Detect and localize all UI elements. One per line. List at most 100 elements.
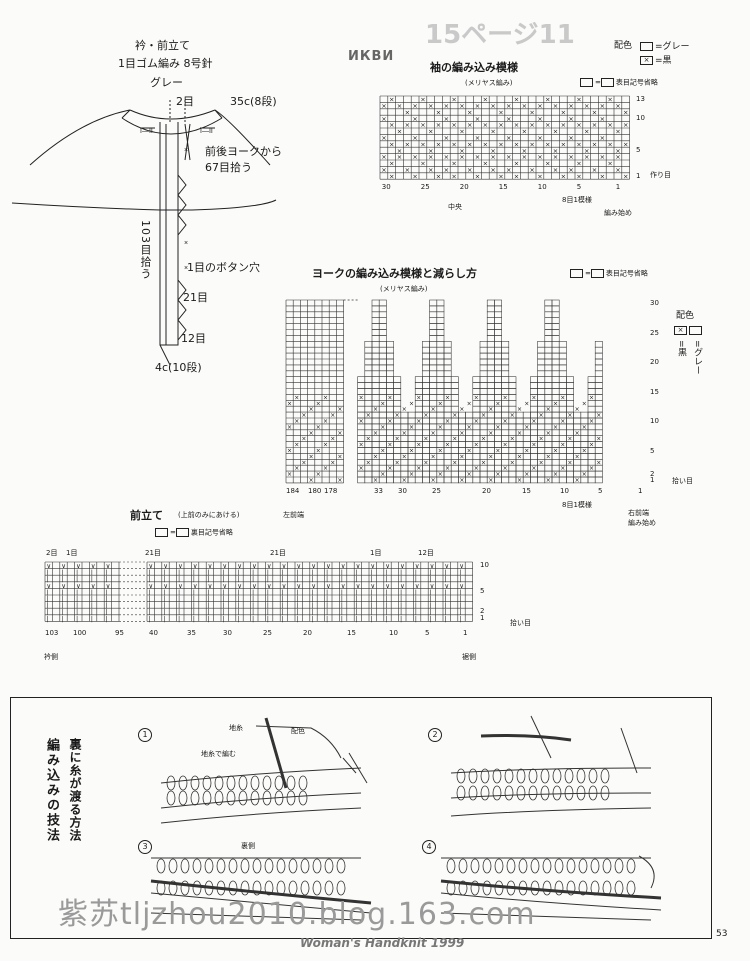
yoke-stitch-x: × — [467, 424, 472, 431]
yoke-stitch-x: × — [589, 442, 594, 449]
yoke-row-label: 30 — [650, 299, 659, 307]
yoke-stitch-x: × — [409, 424, 414, 431]
placket-stitch-v: ∨ — [282, 562, 287, 570]
yoke-cell — [450, 447, 459, 454]
legend-gray-swatch — [640, 42, 653, 51]
yoke-cell — [450, 400, 459, 407]
yoke-cell — [486, 305, 495, 313]
sleeve-stitch-x: × — [522, 147, 527, 155]
placket-stitch-v: | — [400, 595, 402, 603]
stitch-loop — [446, 858, 456, 874]
yoke-stitch-x: × — [387, 465, 392, 472]
label-yoke: 前後ヨークから — [205, 145, 282, 158]
yoke-stitch-x: × — [330, 436, 335, 443]
yoke-cell — [371, 382, 380, 389]
sleeve-row-label: 13 — [636, 95, 645, 103]
yoke-cell — [400, 417, 409, 425]
yoke-stitch-x: × — [467, 471, 472, 478]
yoke-cell — [443, 370, 452, 377]
sleeve-omit-text: 表目記号省略 — [615, 78, 658, 87]
sleeve-stitch-x: × — [561, 108, 566, 116]
yoke-cell — [378, 388, 387, 395]
placket-stitch-v: | — [311, 602, 313, 610]
yoke-cell — [486, 417, 495, 425]
yoke-cell — [436, 335, 445, 342]
yoke-cell — [422, 476, 430, 484]
yoke-stitch-x: × — [445, 442, 450, 449]
sleeve-stitch-x: × — [475, 102, 480, 110]
yoke-cell — [544, 299, 553, 307]
sleeve-stitch-x: × — [615, 153, 620, 161]
sleeve-stitch-x: × — [475, 134, 480, 142]
stitch-loop — [516, 768, 526, 784]
stitch-loop — [192, 880, 202, 896]
yoke-row-label: 1 — [650, 476, 655, 484]
stitch-loop — [180, 858, 190, 874]
stitch-loop — [202, 790, 212, 806]
yoke-stitch-x: × — [596, 412, 601, 419]
placket-row-label: 1 — [480, 613, 485, 622]
sleeve-stitch-x: × — [553, 166, 558, 174]
placket-stitch-v: | — [252, 588, 254, 596]
placket-stitch-v: | — [444, 602, 446, 610]
label-ground-yarn: 地糸 — [229, 724, 243, 732]
yoke-cell — [436, 358, 445, 366]
yoke-cell — [551, 388, 560, 395]
yoke-cell — [443, 405, 452, 413]
placket-stitch-v: ∨ — [311, 562, 316, 570]
yoke-stitch-x: × — [575, 406, 580, 413]
placket-stitch-v: ∨ — [341, 562, 346, 570]
placket-col-label: 5 — [425, 629, 430, 637]
yoke-stitch-x: × — [287, 424, 292, 431]
yoke-cell — [537, 423, 546, 431]
yoke-stitch-x: × — [495, 424, 500, 431]
yoke-cell — [436, 311, 445, 318]
placket-stitch-v: ∨ — [61, 562, 66, 570]
sleeve-row-label: 1 — [636, 171, 641, 180]
step-2-number: 2 — [428, 728, 442, 742]
yoke-stitch-x: × — [438, 448, 443, 455]
sleeve-row-label: 5 — [636, 146, 641, 155]
yoke-col-label: 10 — [560, 487, 569, 495]
yoke-cell — [501, 405, 510, 413]
sleeve-stitch-x: × — [615, 147, 620, 155]
placket-stitch-v: | — [356, 588, 358, 596]
yoke-cell — [436, 299, 445, 307]
stitch-loop — [286, 790, 296, 806]
stitch-loop — [298, 790, 308, 806]
placket-stitch-v: ∨ — [193, 562, 198, 570]
yoke-stitch-x: × — [445, 394, 450, 401]
yoke-stitch-x: × — [316, 471, 321, 478]
placket-stitch-v: ∨ — [459, 582, 464, 590]
stitch-loop — [578, 880, 588, 896]
stitch-loop — [288, 880, 298, 896]
placket-stitch-v: | — [178, 588, 180, 596]
yoke-cell — [494, 411, 502, 419]
yoke-stitch-x: × — [546, 477, 551, 484]
yoke-cell — [364, 476, 373, 484]
placket-stitch-v: | — [76, 595, 78, 603]
yoke-cell — [422, 376, 430, 383]
yoke-cell — [371, 417, 380, 425]
label-12: 12目 — [181, 332, 206, 345]
sleeve-stitch-x: × — [389, 160, 394, 168]
placket-stitch-v: | — [326, 615, 328, 623]
yoke-stitch-x: × — [546, 430, 551, 437]
placket-col-label: 15 — [347, 629, 356, 637]
yoke-cell — [371, 352, 380, 360]
yoke-stitch-x: × — [431, 406, 436, 413]
sleeve-stitch-x: × — [623, 121, 628, 129]
placket-stitch-v: | — [61, 595, 63, 603]
yoke-stitch-x: × — [438, 400, 443, 407]
sleeve-col-label: 30 — [381, 183, 391, 191]
yoke-cell — [501, 382, 510, 389]
yoke-row-label: 5 — [650, 446, 655, 455]
placket-stitch-v: | — [76, 602, 78, 610]
sleeve-row-label: 10 — [636, 114, 645, 123]
yoke-cell — [378, 341, 387, 348]
placket-stitch-v: | — [148, 608, 150, 616]
yoke-cell — [371, 329, 380, 336]
legend-gray-text: =グレー — [655, 42, 690, 52]
stitch-loop — [276, 858, 286, 874]
yoke-stitch-x: × — [589, 418, 594, 425]
